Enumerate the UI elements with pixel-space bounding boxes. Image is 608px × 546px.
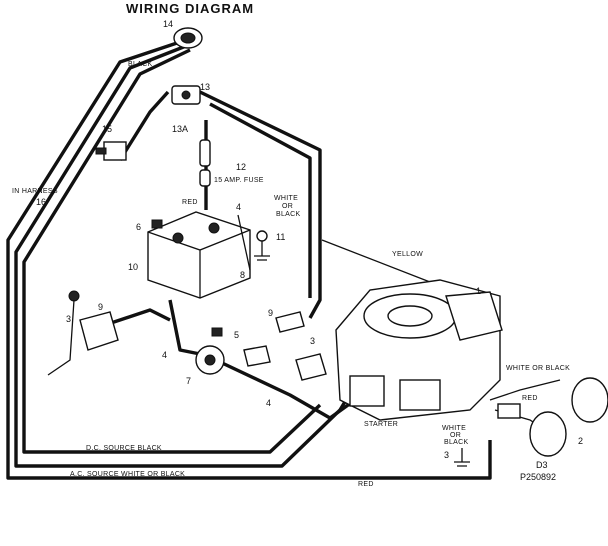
label-white-or-black-low-3: BLACK [444,439,468,446]
callout-6: 6 [136,222,141,232]
callout-4c: 4 [266,398,271,408]
label-black: BLACK [128,61,152,68]
engine [335,279,503,421]
label-red-bottom: RED [358,481,374,488]
label-white-or-black-top-1: WHITE [274,195,298,202]
callout-1: 1 [476,286,481,296]
callout-12: 12 [236,162,246,172]
callout-5: 5 [234,330,239,340]
wire-yellow [321,239,431,283]
label-starter: STARTER [364,421,398,428]
callout-3a: 3 [66,314,71,324]
callout-9b: 9 [268,308,273,318]
wire-to-switch [118,90,170,161]
label-red-battery: RED [182,199,198,206]
battery [147,211,251,299]
wire-starter-cable [219,360,356,420]
callout-3c: 3 [444,450,449,460]
seat-switch [47,290,119,376]
callout-13: 13 [200,82,210,92]
callout-9a: 9 [98,302,103,312]
label-dc-source: D.C. SOURCE BLACK [86,445,162,452]
wire-top-right [199,90,322,319]
callout-3b: 3 [310,336,315,346]
ground-lug [254,230,270,261]
wire-labels: BLACK IN HARNESS 16 15 AMP. FUSE RED WHI… [12,61,570,488]
wire-harness-outer [6,40,492,480]
starter-solenoid [195,345,225,375]
battery-strap [237,214,251,271]
ignition-switch [171,85,201,105]
callout-7: 7 [186,376,191,386]
wire-connectors [243,311,327,381]
light-ground [454,448,470,467]
label-red-right: RED [522,395,538,402]
callout-14: 14 [163,19,173,29]
label-yellow: YELLOW [392,251,423,258]
callout-11: 11 [276,232,285,242]
label-code-part: P250892 [520,472,556,482]
wire-top-right-2 [209,102,312,298]
meter-gauge [173,27,203,49]
label-in-harness: IN HARNESS [12,188,58,195]
callout-numbers: 14 13 13A 12 15 6 4 11 10 8 9 3 1 9 5 3 … [66,19,583,460]
callout-4a: 4 [236,202,241,212]
callout-2: 2 [578,436,583,446]
light-connector [497,403,521,419]
label-in-harness-num: 16 [36,197,46,207]
label-white-or-black-low-2: OR [450,432,461,439]
label-white-or-black-right: WHITE OR BLACK [506,365,570,372]
callout-15: 15 [102,124,112,134]
pto-switch [95,141,127,161]
label-code-d3: D3 [536,460,548,470]
callout-13a: 13A [172,124,188,134]
fuse-holder [199,139,211,187]
callout-8: 8 [240,270,245,280]
label-white-or-black-top-2: OR [282,203,293,210]
label-ac-source: A.C. SOURCE WHITE OR BLACK [70,471,185,478]
solenoid-bolt [211,327,223,337]
label-white-or-black-low-1: WHITE [442,425,466,432]
battery-bolt [151,219,163,229]
label-white-or-black-top-3: BLACK [276,211,300,218]
headlights [529,377,608,457]
wire-harness [6,40,561,480]
label-fuse: 15 AMP. FUSE [214,177,264,184]
diagram-title: WIRING DIAGRAM [126,1,254,16]
wire-battery-solenoid [168,299,206,357]
callout-4b: 4 [162,350,167,360]
callout-10: 10 [128,262,138,272]
wire-harness-inner [22,48,322,454]
wire-lights [489,379,561,401]
